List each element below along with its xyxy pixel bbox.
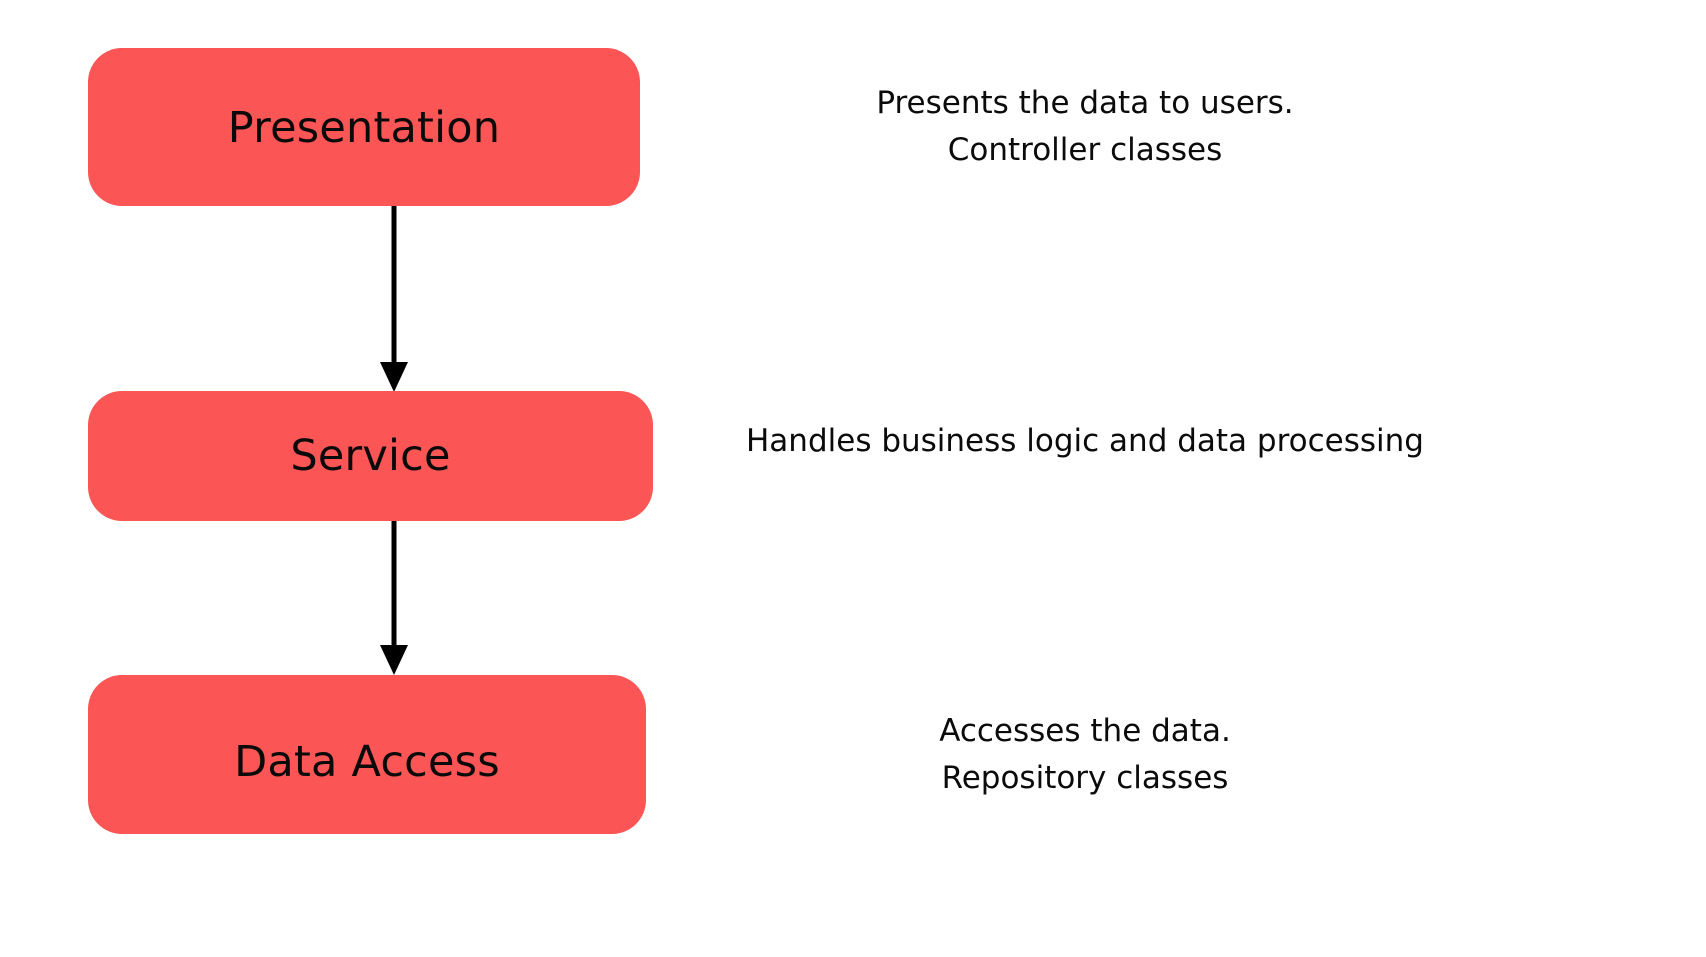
layer-box-data-access[interactable]: Data Access (88, 675, 646, 834)
layer-label-service: Service (290, 430, 451, 481)
layer-label-data-access: Data Access (234, 737, 500, 787)
layer-box-presentation[interactable]: Presentation (88, 48, 640, 206)
arrow-head-icon (380, 362, 408, 392)
annotation-line: Repository classes (941, 760, 1229, 797)
annotation-service: Handles business logic and data processi… (735, 418, 1435, 465)
annotation-line: Accesses the data. (939, 713, 1231, 749)
annotation-line: Presents the data to users. (876, 85, 1294, 121)
annotation-line: Controller classes (947, 132, 1223, 169)
layer-box-service[interactable]: Service (88, 391, 653, 521)
arrow-head-icon (380, 645, 408, 675)
layer-label-presentation: Presentation (227, 102, 501, 153)
annotation-presentation: Presents the data to users. Controller c… (735, 80, 1435, 174)
annotation-line: Handles business logic and data processi… (746, 423, 1424, 459)
annotation-data-access: Accesses the data. Repository classes (735, 708, 1435, 802)
